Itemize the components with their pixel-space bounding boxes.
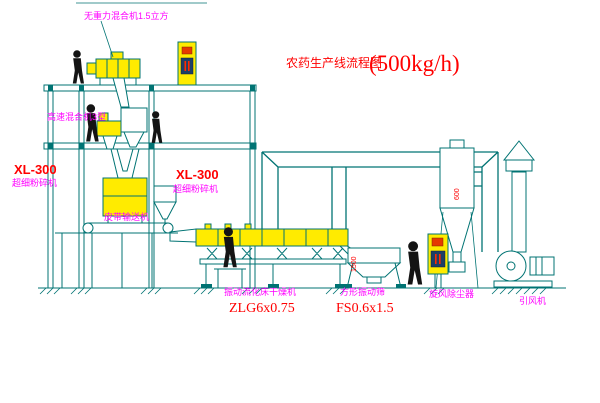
building-structure [38, 84, 566, 295]
mixer-inlet [110, 51, 124, 60]
label-belt-conveyor: 皮带输送机 [104, 211, 149, 222]
control-panel-2 [427, 233, 449, 288]
label-dryer-name: 振动流化床干燥机 [224, 286, 296, 297]
feeder-machine [120, 107, 148, 148]
panel-indicator [181, 46, 193, 55]
label-gravity-mixer: 无重力混合机1.5立方 [84, 10, 169, 21]
conveyor-pulley [162, 222, 174, 234]
slab-column-joints [48, 85, 255, 149]
cyclone-dimension: 600 [454, 188, 461, 200]
label-fan: 引风机 [519, 295, 546, 306]
ground-hatch [39, 287, 547, 295]
label-dryer-model: ZLG6x0.75 [229, 301, 295, 316]
fan-base [493, 280, 553, 288]
sieve-dimension: 1500 [351, 256, 358, 272]
induced-draft-fan [493, 140, 555, 288]
diagram-capacity: (500kg/h) [369, 51, 460, 76]
leader-line [100, 20, 114, 58]
hs-mixer-body [96, 120, 122, 137]
fluid-bed-dryer [195, 223, 349, 288]
panel-screen [180, 57, 194, 75]
control-panel-1 [177, 41, 197, 86]
mill-cyclone-separator [153, 185, 177, 224]
mixer-motor [86, 62, 97, 75]
cyclone-outlet [449, 139, 465, 149]
mixer-discharge-chute [112, 77, 130, 108]
labels: 农药生产线流程图 (500kg/h) 无重力混合机1.5立方 高速混合机3型 X… [12, 10, 546, 316]
fan-scroll [495, 250, 527, 282]
label-cyclone: 旋风除尘器 [429, 288, 474, 299]
gravity-mixer [86, 51, 143, 108]
panel-screen [430, 250, 446, 268]
pulverizer-mill [101, 148, 149, 224]
label-high-speed-mixer: 高速混合机3型 [47, 111, 106, 122]
operator-platform [214, 268, 246, 288]
label-mill-left-model: XL-300 [14, 162, 57, 177]
panel-stand [434, 274, 442, 288]
dryer-body [195, 228, 349, 247]
vibrating-sieve [338, 245, 406, 289]
rain-cap-icon [502, 140, 536, 161]
stack-cap-base [505, 159, 533, 172]
sieve-hopper [346, 262, 402, 278]
label-mill-right-model: XL-300 [176, 167, 219, 182]
label-mill-left-name: 超细粉碎机 [12, 177, 57, 188]
sieve-outlet [366, 276, 382, 284]
mill-body [102, 177, 148, 217]
feeder-body [120, 107, 148, 133]
discharge-valve [448, 261, 466, 273]
feeder-hopper [123, 131, 145, 148]
separator-cone [153, 201, 177, 220]
cyclone-barrel [439, 147, 475, 209]
diagram-title: 农药生产线流程图 [286, 55, 382, 70]
high-speed-mixer [96, 112, 122, 150]
vibration-springs [206, 247, 344, 260]
label-sieve-name: 方形振动筛 [340, 286, 385, 297]
panel-indicator [431, 237, 444, 247]
cyclone-dust-collector: 600 [435, 139, 479, 289]
exhaust-duct [261, 151, 499, 252]
conveyor-pulley [82, 222, 94, 234]
exhaust-stack [511, 171, 527, 253]
label-sieve-model: FS0.6x1.5 [336, 301, 394, 316]
label-mill-right-name: 超细粉碎机 [173, 183, 218, 194]
